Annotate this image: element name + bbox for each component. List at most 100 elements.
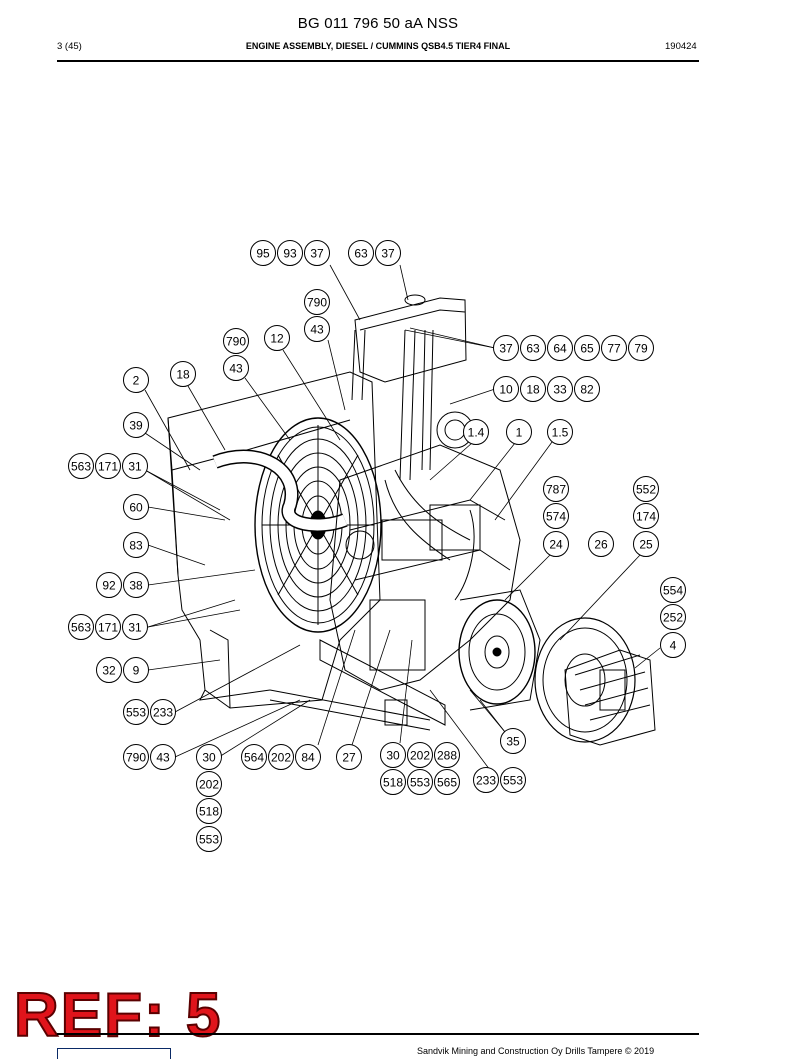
leader-line (351, 629, 391, 746)
callout-number: 564 (244, 751, 264, 765)
hydraulic-pump (564, 649, 656, 746)
callout-balloon: 288 (434, 742, 460, 768)
callout-balloon: 2 (123, 367, 149, 393)
callout-balloon: 9 (123, 657, 149, 683)
aftertreatment-tank (354, 297, 467, 383)
callout-balloon: 63 (348, 240, 374, 266)
callout-balloon: 553 (123, 699, 149, 725)
callout-number: 9 (133, 664, 140, 678)
flex-plate (534, 617, 636, 743)
callout-balloon: 553 (196, 826, 222, 852)
radiator-frame (167, 371, 381, 709)
leader-line (327, 339, 346, 411)
callout-number: 79 (634, 342, 648, 356)
callout-number: 83 (129, 539, 143, 553)
callout-balloon: 202 (268, 744, 294, 770)
callout-number: 43 (229, 362, 243, 376)
callout-balloon: 790 (304, 289, 330, 315)
leader-line (404, 329, 496, 349)
leader-line (244, 377, 291, 441)
leader-line (147, 544, 206, 566)
callout-balloon: 563 (68, 453, 94, 479)
callout-number: 12 (270, 332, 284, 346)
reference-stamp: REF: 5 (13, 981, 223, 1050)
callout-number: 202 (271, 751, 291, 765)
callout-balloon: 33 (547, 376, 573, 402)
leader-line (504, 554, 551, 601)
leader-line (317, 629, 356, 746)
leader-line (174, 644, 301, 713)
callout-number: 32 (102, 664, 116, 678)
callout-number: 565 (437, 776, 457, 790)
callout-number: 202 (410, 749, 430, 763)
callout-balloon: 60 (123, 494, 149, 520)
callout-balloon: 43 (150, 744, 176, 770)
leader-line (409, 327, 496, 349)
callout-number: 35 (506, 735, 520, 749)
callout-balloon: 24 (543, 531, 569, 557)
callout-number: 60 (129, 501, 143, 515)
leader-line (147, 599, 236, 628)
callout-balloon: 18 (520, 376, 546, 402)
leader-line (449, 388, 496, 405)
callout-balloon: 1 (506, 419, 532, 445)
callout-balloon: 25 (633, 531, 659, 557)
callout-balloon: 37 (304, 240, 330, 266)
callout-number: 233 (153, 706, 173, 720)
callout-number: 30 (202, 751, 216, 765)
callout-balloon: 233 (473, 767, 499, 793)
callout-balloon: 32 (96, 657, 122, 683)
fan-guard (254, 417, 382, 633)
callout-number: 37 (499, 342, 513, 356)
callout-balloon: 93 (277, 240, 303, 266)
page-number: 3 (45) (57, 41, 82, 52)
callout-balloon: 233 (150, 699, 176, 725)
callout-balloon: 4 (660, 632, 686, 658)
callout-number: 31 (128, 621, 142, 635)
document-code: BG 011 796 50 aA NSS (297, 15, 459, 32)
callout-balloon: 39 (123, 412, 149, 438)
header-rule (57, 60, 699, 62)
callout-number: 4 (670, 639, 677, 653)
callout-number: 252 (663, 611, 683, 625)
callout-number: 77 (607, 342, 621, 356)
callout-balloon: 95 (250, 240, 276, 266)
page-title: ENGINE ASSEMBLY, DIESEL / CUMMINS QSB4.5… (245, 41, 511, 51)
callout-number: 10 (499, 383, 513, 397)
leader-line (479, 699, 506, 733)
callout-balloon: 518 (196, 798, 222, 824)
callout-number: 1.5 (552, 426, 569, 440)
callout-number: 31 (128, 460, 142, 474)
callout-balloon: 563 (68, 614, 94, 640)
leader-line (329, 264, 361, 321)
callout-number: 171 (98, 621, 118, 635)
callout-balloon: 553 (500, 767, 526, 793)
callout-balloon: 65 (574, 335, 600, 361)
callout-balloon: 252 (660, 604, 686, 630)
callout-balloon: 787 (543, 476, 569, 502)
leader-line (144, 469, 221, 511)
callout-balloon: 12 (264, 325, 290, 351)
leader-line (187, 385, 226, 451)
callout-number: 790 (307, 296, 327, 310)
callout-number: 65 (580, 342, 594, 356)
callout-balloon: 564 (241, 744, 267, 770)
callout-balloon: 1.5 (547, 419, 573, 445)
callout-balloon: 64 (547, 335, 573, 361)
callout-number: 43 (156, 751, 170, 765)
leader-line (469, 442, 516, 501)
callout-number: 30 (386, 749, 400, 763)
callout-number: 288 (437, 749, 457, 763)
leader-line (147, 609, 241, 628)
callout-number: 574 (546, 510, 566, 524)
callout-balloon: 574 (543, 503, 569, 529)
callout-balloon: 552 (633, 476, 659, 502)
callout-balloon: 43 (223, 355, 249, 381)
callout-number: 518 (383, 776, 403, 790)
callout-number: 553 (199, 833, 219, 847)
callout-balloon: 554 (660, 577, 686, 603)
flywheel-housing (458, 599, 536, 705)
callout-balloon: 43 (304, 316, 330, 342)
callout-balloon: 38 (123, 572, 149, 598)
callout-balloon: 1.4 (463, 419, 489, 445)
